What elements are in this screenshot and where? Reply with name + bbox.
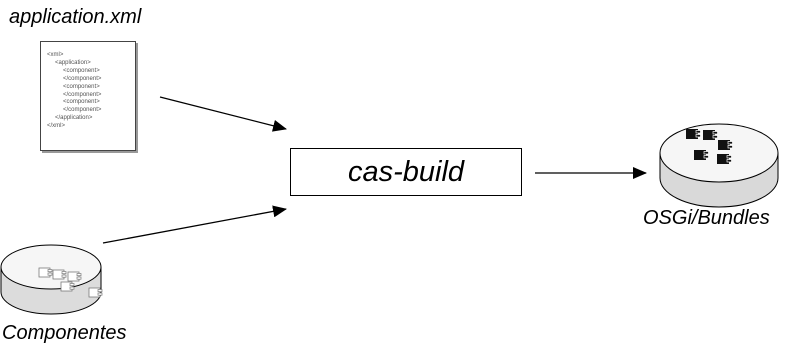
arrow-xml-to-build <box>159 96 287 132</box>
osgi-bundles-label: OSGi/Bundles <box>643 207 770 229</box>
componentes-label: Componentes <box>2 322 127 344</box>
bundles-icon-group <box>686 129 733 164</box>
xml-document: <xml><application><component></component… <box>40 41 136 151</box>
xml-line: <component> <box>63 99 100 106</box>
component-icon <box>88 287 103 298</box>
component-icon <box>52 269 67 280</box>
bundle-icon <box>694 150 709 160</box>
xml-line: </component> <box>63 91 102 98</box>
bundle-icon <box>686 129 701 139</box>
xml-line: </component> <box>63 107 102 114</box>
xml-line: </component> <box>63 75 102 82</box>
xml-line: <component> <box>63 67 100 74</box>
cas-build-box: cas-build <box>290 148 522 196</box>
application-xml-label: application.xml <box>9 6 142 28</box>
cas-build-label: cas-build <box>347 155 465 188</box>
bundle-icon <box>718 140 733 150</box>
xml-line: <xml> <box>47 52 64 58</box>
components-disk <box>0 244 102 315</box>
component-icon <box>38 267 53 278</box>
arrow-components-to-build <box>102 205 287 244</box>
xml-line: <component> <box>63 83 100 90</box>
component-icon <box>67 271 82 282</box>
bundles-disk <box>659 123 779 208</box>
component-icon <box>60 281 75 292</box>
xml-line: <application> <box>55 59 91 66</box>
bundle-icon <box>717 154 732 164</box>
xml-line: </xml> <box>47 123 66 130</box>
xml-document-lines: <xml><application><component></component… <box>47 52 101 131</box>
xml-line: </application> <box>55 115 93 122</box>
bundle-icon <box>703 130 718 140</box>
components-icon-group <box>38 267 103 298</box>
